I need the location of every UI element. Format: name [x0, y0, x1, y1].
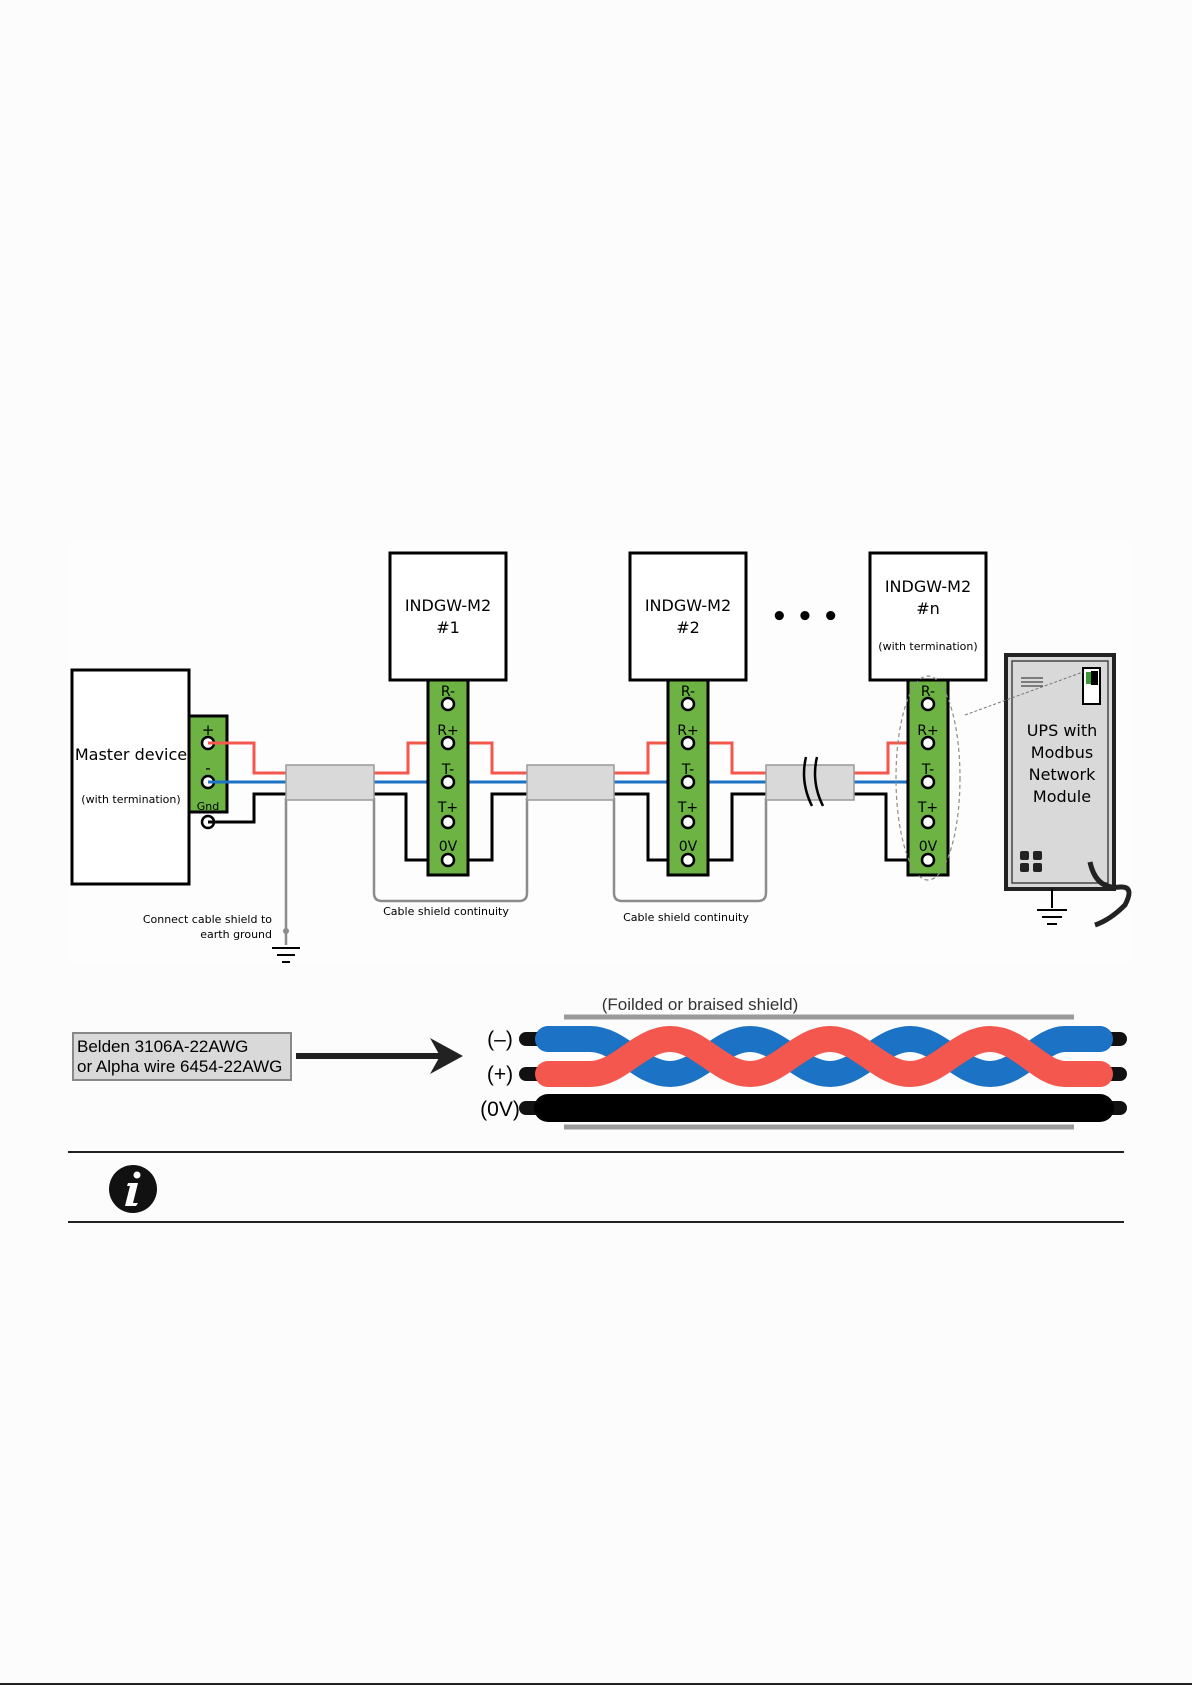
- twisted-wire-blue: [535, 1025, 1113, 1088]
- terminal-screw: [920, 735, 936, 751]
- master-device: Master device (with termination) + - Gnd: [70, 668, 229, 886]
- termination-highlight: [895, 675, 961, 881]
- ups-vent-icon: [1021, 677, 1043, 687]
- gateway-2: INDGW-M2 #2: [628, 551, 748, 877]
- ups-indicator-icon: [1020, 851, 1042, 872]
- terminal-screw: [440, 735, 456, 751]
- gateway-n-box: [868, 551, 988, 682]
- shield-label: (Foilded or braised shield): [602, 995, 799, 1014]
- ups-label-line-3: Network: [1029, 765, 1097, 784]
- terminal-screw: [680, 696, 696, 712]
- terminal-screw: [920, 696, 936, 712]
- terminal-screw: [680, 814, 696, 830]
- earth-ground-symbol: [272, 947, 300, 963]
- terminal-label: R+: [437, 723, 458, 739]
- terminal-label: R+: [677, 723, 698, 739]
- gateway-1-index: #1: [436, 618, 460, 637]
- cable-break-mark-2: [813, 756, 825, 807]
- shield-continuity-2: [612, 798, 768, 903]
- ups-ground-symbol: [1037, 909, 1067, 925]
- wiring-diagram: Master device (with termination) + - Gnd: [68, 540, 1132, 965]
- master-device-box: [70, 668, 191, 886]
- wire-label-plus: (+): [487, 1063, 513, 1086]
- twisted-wire-red: [535, 1025, 1113, 1088]
- arrow-head: [430, 1038, 463, 1074]
- cable-type-line-1: Belden 3106A-22AWG: [77, 1037, 248, 1056]
- terminal-label: R+: [917, 723, 938, 739]
- terminal-label: T+: [677, 800, 698, 816]
- master-pin-plus-label: +: [202, 721, 215, 739]
- cable-type-box: [72, 1032, 292, 1081]
- cable-sleeve-2: [526, 764, 615, 801]
- gateway-2-index: #2: [676, 618, 700, 637]
- ups-pointer-line: [964, 671, 1084, 716]
- terminal-label: T+: [917, 800, 938, 816]
- cable-spec: Belden 3106A-22AWG or Alpha wire 6454-22…: [72, 995, 1127, 1130]
- ups-power-cord: [1087, 861, 1132, 928]
- gateway-n-note: (with termination): [878, 640, 977, 653]
- terminal-screw: [920, 852, 936, 868]
- terminal-screw: [680, 852, 696, 868]
- gateway-1-terminals: R- R+ T- T+ 0V: [437, 684, 459, 868]
- terminal-label: 0V: [919, 839, 938, 855]
- gateway-n-terminal-block: [906, 678, 950, 877]
- master-terminal-block: [187, 714, 229, 814]
- more-devices-ellipsis: • • •: [771, 602, 839, 632]
- gateway-2-name: INDGW-M2: [645, 596, 731, 615]
- terminal-screw: [920, 814, 936, 830]
- shield-lines: [284, 798, 768, 945]
- info-note: [68, 1151, 1124, 1223]
- terminal-label: R-: [441, 684, 455, 700]
- master-device-title: Master device: [75, 745, 187, 764]
- cable-sleeve-1: [285, 764, 375, 801]
- gateway-1-box: [388, 551, 508, 682]
- terminal-screw: [680, 774, 696, 790]
- master-pin-minus-label: -: [205, 759, 210, 777]
- master-pin-gnd-label: Gnd: [197, 800, 219, 813]
- terminal-screw: [440, 774, 456, 790]
- shield-ground-note-line-2: earth ground: [200, 928, 272, 941]
- gateway-2-box: [628, 551, 748, 682]
- terminal-label: R-: [681, 684, 695, 700]
- terminal-screw: [440, 696, 456, 712]
- terminal-screw: [440, 814, 456, 830]
- cable-type-line-2: or Alpha wire 6454-22AWG: [77, 1057, 282, 1076]
- info-icon: [109, 1165, 157, 1213]
- wire-label-0v: (0V): [480, 1098, 520, 1121]
- ups-label-line-4: Module: [1033, 787, 1091, 806]
- cable-sleeve-3: [765, 764, 855, 801]
- cable-break-mark-1: [802, 756, 814, 807]
- shield-ground-note-line-1: Connect cable shield to: [143, 913, 272, 926]
- master-device-subtitle: (with termination): [81, 793, 180, 806]
- terminal-label: T-: [441, 762, 454, 778]
- terminal-label: 0V: [679, 839, 698, 855]
- terminal-label: R-: [921, 684, 935, 700]
- shield-continuity-1: [372, 798, 529, 903]
- gateway-n-terminals: R- R+ T- T+ 0V: [917, 684, 939, 868]
- gateway-n-name: INDGW-M2: [885, 577, 971, 596]
- ups-label-line-1: UPS with: [1027, 721, 1098, 740]
- terminal-screw: [920, 774, 936, 790]
- terminal-label: T+: [437, 800, 458, 816]
- wire-label-minus: (–): [487, 1028, 513, 1051]
- shield-continuity-label-1: Cable shield continuity: [383, 905, 509, 918]
- shield-continuity-label-2: Cable shield continuity: [623, 911, 749, 924]
- terminal-screw: [440, 852, 456, 868]
- ups-device: UPS with Modbus Network Module: [964, 653, 1132, 928]
- shield-ground-dot: [283, 928, 289, 934]
- gateway-1-name: INDGW-M2: [405, 596, 491, 615]
- cable-sleeves: [285, 756, 855, 807]
- terminal-label: T-: [681, 762, 694, 778]
- terminal-label: 0V: [439, 839, 458, 855]
- ups-label-line-2: Modbus: [1031, 743, 1093, 762]
- gateway-n: INDGW-M2 #n (with termination): [868, 551, 988, 881]
- gateway-1: INDGW-M2 #1: [388, 551, 508, 877]
- terminal-label: T-: [921, 762, 934, 778]
- gateway-n-index: #n: [916, 599, 940, 618]
- gateway-2-terminals: R- R+ T- T+ 0V: [677, 684, 699, 868]
- terminal-screw: [680, 735, 696, 751]
